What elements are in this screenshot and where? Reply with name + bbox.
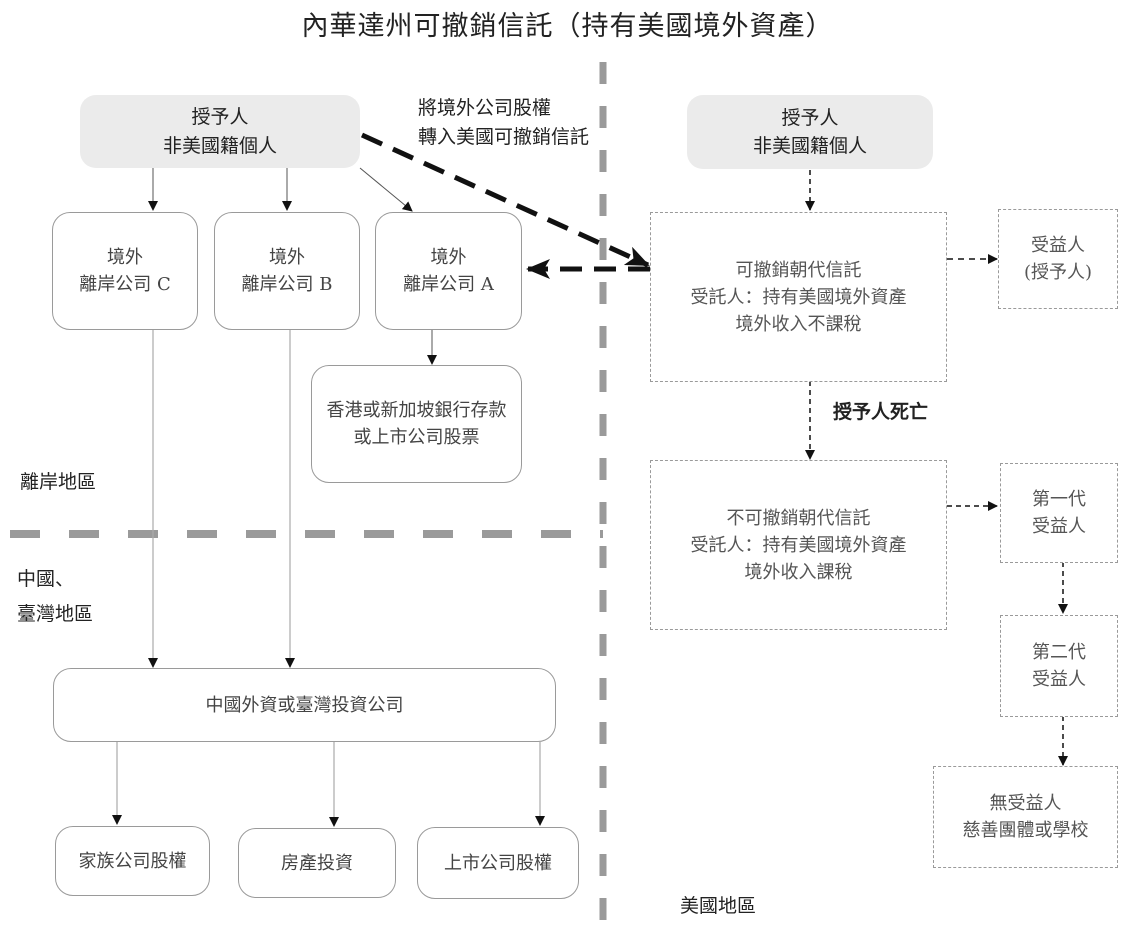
beneficiary-label: 受益人: [1031, 235, 1085, 256]
left-grantor-box: 授予人 非美國籍個人: [80, 95, 360, 168]
holding-family-equity: 家族公司股權: [55, 826, 210, 896]
grantor-death-label: 授予人死亡: [833, 401, 929, 423]
company-b-line2: 離岸公司 B: [241, 274, 333, 295]
irrevocable-trust-trustee: 受託人：持有美國境外資產: [690, 534, 907, 556]
irrevocable-trust-title: 不可撤銷朝代信託: [726, 507, 871, 529]
bank-deposit-box: 香港或新加坡銀行存款 或上市公司股票: [311, 365, 522, 483]
region-china-line2: 臺灣地區: [17, 602, 94, 625]
holding-listed-equity: 上市公司股權: [417, 827, 579, 899]
offshore-company-a: 境外 離岸公司 A: [375, 212, 522, 330]
region-china-line1: 中國、: [17, 568, 75, 590]
company-a-line1: 境外: [430, 247, 467, 268]
holding-real-estate: 房產投資: [238, 828, 396, 898]
no-beneficiary-line1: 無受益人: [989, 793, 1062, 814]
offshore-company-b: 境外 離岸公司 B: [214, 212, 360, 330]
second-gen-line1: 第二代: [1032, 642, 1086, 663]
transfer-label-line2: 轉入美國可撤銷信託: [418, 125, 590, 148]
offshore-company-c: 境外 離岸公司 C: [52, 212, 198, 330]
second-gen-line2: 受益人: [1032, 669, 1086, 690]
no-beneficiary-line2: 慈善團體或學校: [962, 820, 1089, 841]
right-grantor-subtitle: 非美國籍個人: [752, 135, 867, 157]
right-grantor-title: 授予人: [781, 106, 839, 129]
transfer-label-line1: 將境外公司股權: [418, 97, 552, 119]
arrow-grantor-to-company-a: [359, 167, 413, 212]
beneficiary-sub: (授予人): [1023, 262, 1093, 283]
irrevocable-trust-box: 不可撤銷朝代信託 受託人：持有美國境外資產 境外收入課稅: [650, 460, 947, 630]
company-c-line2: 離岸公司 C: [79, 274, 171, 295]
right-grantor-box: 授予人 非美國籍個人: [687, 95, 933, 169]
no-beneficiary-box: 無受益人 慈善團體或學校: [933, 766, 1118, 868]
revocable-trust-tax: 境外收入不課稅: [735, 313, 862, 335]
holding-real-estate-label: 房產投資: [281, 852, 353, 874]
bank-box-line1: 香港或新加坡銀行存款: [326, 400, 507, 421]
second-gen-beneficiary-box: 第二代 受益人: [1000, 615, 1118, 717]
first-gen-line1: 第一代: [1032, 489, 1086, 510]
holding-listed-equity-label: 上市公司股權: [444, 852, 552, 874]
region-label-offshore: 離岸地區: [20, 471, 97, 493]
irrevocable-trust-tax: 境外收入課稅: [744, 561, 853, 583]
bank-box-line2: 或上市公司股票: [353, 427, 480, 448]
grantor-subtitle: 非美國籍個人: [162, 134, 277, 157]
revocable-trust-trustee: 受託人：持有美國境外資產: [690, 286, 907, 308]
first-gen-beneficiary-box: 第一代 受益人: [1000, 463, 1118, 563]
investment-company-box: 中國外資或臺灣投資公司: [53, 668, 556, 742]
revocable-trust-title: 可撤銷朝代信託: [735, 259, 862, 281]
investment-company-label: 中國外資或臺灣投資公司: [205, 694, 404, 716]
holding-family-equity-label: 家族公司股權: [78, 850, 187, 872]
beneficiary-grantor-box: 受益人 (授予人): [998, 209, 1118, 309]
company-b-line1: 境外: [269, 247, 305, 268]
transfer-arrow: [360, 132, 650, 268]
region-label-us: 美國地區: [680, 895, 757, 917]
first-gen-line2: 受益人: [1032, 516, 1086, 537]
company-c-line1: 境外: [107, 247, 143, 268]
company-a-line2: 離岸公司 A: [403, 274, 494, 295]
diagram-title: 內華達州可撤銷信託（持有美國境外資產）: [301, 11, 834, 42]
revocable-trust-box: 可撤銷朝代信託 受託人：持有美國境外資產 境外收入不課稅: [650, 212, 947, 382]
region-label-china-taiwan: 中國、 臺灣地區: [17, 565, 93, 628]
transfer-label: 將境外公司股權 轉入美國可撤銷信託: [418, 94, 589, 151]
grantor-title: 授予人: [191, 106, 249, 128]
